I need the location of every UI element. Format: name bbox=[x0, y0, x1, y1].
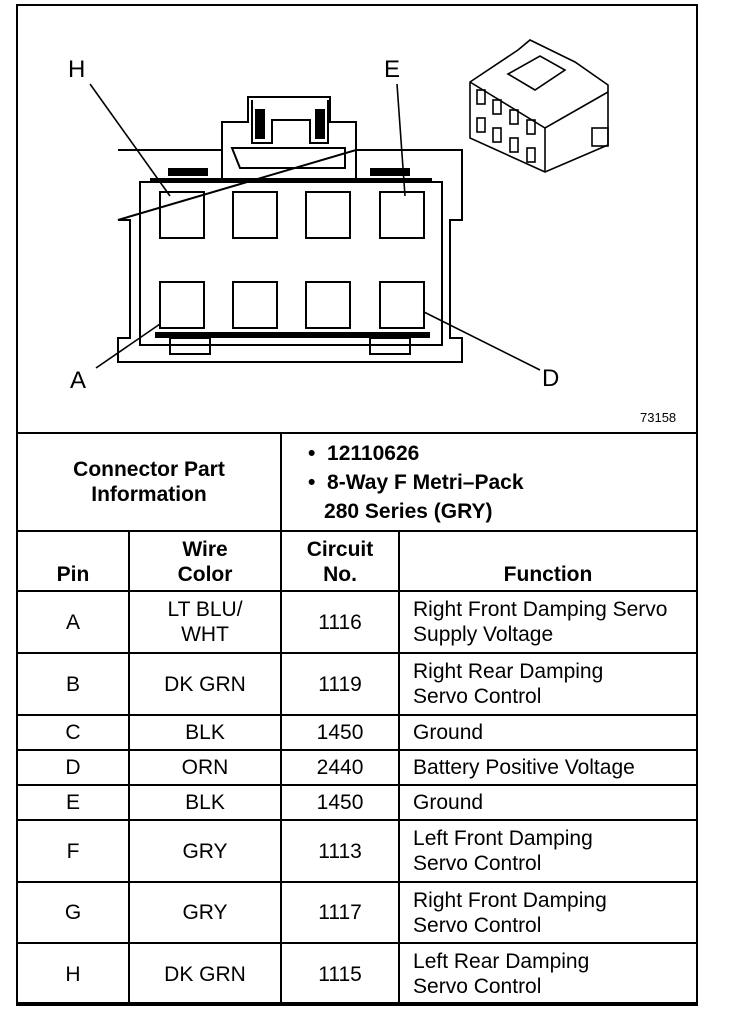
connector-info-label: Connector Part Information bbox=[15, 432, 283, 532]
function-cell: Battery Positive Voltage bbox=[398, 749, 698, 786]
table-row: H DK GRN 1115 Left Rear Damping Servo Co… bbox=[16, 942, 698, 1006]
table-row: F GRY 1113 Left Front Damping Servo Cont… bbox=[16, 819, 698, 883]
connector-series: 280 Series (GRY) bbox=[324, 499, 493, 523]
part-number: • 12110626 bbox=[308, 441, 420, 465]
connector-pinout-table: Connector Part Information • 12110626 • … bbox=[15, 432, 698, 1006]
column-header-row: Pin Wire Color Circuit No. Function bbox=[16, 530, 698, 592]
wire-color-cell: BLK bbox=[127, 784, 283, 821]
wire-color-cell: GRY bbox=[127, 881, 283, 944]
leader-lines bbox=[89, 83, 541, 371]
connector-info-items: • 12110626 • 8-Way F Metri–Pack 280 Seri… bbox=[280, 432, 698, 532]
connector-type: • 8-Way F Metri–Pack bbox=[308, 470, 524, 494]
circuit-cell: 1119 bbox=[280, 652, 401, 716]
circuit-cell: 1450 bbox=[280, 784, 401, 821]
table-row: B DK GRN 1119 Right Rear Damping Servo C… bbox=[16, 652, 698, 716]
table-row: G GRY 1117 Right Front Damping Servo Con… bbox=[16, 881, 698, 944]
function-cell: Right Front Damping Servo Supply Voltage bbox=[398, 590, 698, 654]
header-function: Function bbox=[398, 530, 698, 592]
header-pin: Pin bbox=[16, 530, 130, 592]
connector-latch bbox=[221, 96, 357, 183]
wire-color-cell: BLK bbox=[127, 714, 283, 751]
header-wire-color: Wire Color bbox=[127, 530, 283, 592]
connector-body bbox=[117, 149, 463, 363]
pin-cell: D bbox=[16, 749, 130, 786]
figure-number: 73158 bbox=[640, 410, 677, 425]
table-row: A LT BLU/ WHT 1116 Right Front Damping S… bbox=[16, 590, 698, 654]
pin-cell: B bbox=[16, 652, 130, 716]
wire-color-cell: ORN bbox=[127, 749, 283, 786]
function-cell: Right Front Damping Servo Control bbox=[398, 881, 698, 944]
wire-color-cell: LT BLU/ WHT bbox=[127, 590, 283, 654]
pin-cell: C bbox=[16, 714, 130, 751]
table-row: D ORN 2440 Battery Positive Voltage bbox=[16, 749, 698, 786]
wire-color-cell: DK GRN bbox=[127, 652, 283, 716]
pin-label-a: A bbox=[70, 367, 87, 394]
pin-cell: E bbox=[16, 784, 130, 821]
circuit-cell: 2440 bbox=[280, 749, 401, 786]
table-row: C BLK 1450 Ground bbox=[16, 714, 698, 751]
connector-face-diagram bbox=[89, 39, 609, 371]
table-row: E BLK 1450 Ground bbox=[16, 784, 698, 821]
pin-cavities bbox=[159, 191, 425, 329]
wire-color-cell: DK GRN bbox=[127, 942, 283, 1006]
header-circuit: Circuit No. bbox=[280, 530, 401, 592]
function-cell: Right Rear Damping Servo Control bbox=[398, 652, 698, 716]
circuit-cell: 1115 bbox=[280, 942, 401, 1006]
pin-cell: G bbox=[16, 881, 130, 944]
function-cell: Left Front Damping Servo Control bbox=[398, 819, 698, 883]
function-cell: Left Rear Damping Servo Control bbox=[398, 942, 698, 1006]
pin-label-h: H bbox=[68, 56, 86, 83]
pin-cell: F bbox=[16, 819, 130, 883]
pin-cell: H bbox=[16, 942, 130, 1006]
circuit-cell: 1450 bbox=[280, 714, 401, 751]
pin-label-d: D bbox=[542, 365, 560, 392]
pin-cell: A bbox=[16, 590, 130, 654]
wire-color-cell: GRY bbox=[127, 819, 283, 883]
circuit-cell: 1113 bbox=[280, 819, 401, 883]
connector-isometric-view bbox=[469, 39, 609, 173]
pin-label-e: E bbox=[384, 56, 401, 83]
connector-info-row: Connector Part Information • 12110626 • … bbox=[15, 432, 698, 532]
function-cell: Ground bbox=[398, 784, 698, 821]
function-cell: Ground bbox=[398, 714, 698, 751]
circuit-cell: 1117 bbox=[280, 881, 401, 944]
circuit-cell: 1116 bbox=[280, 590, 401, 654]
